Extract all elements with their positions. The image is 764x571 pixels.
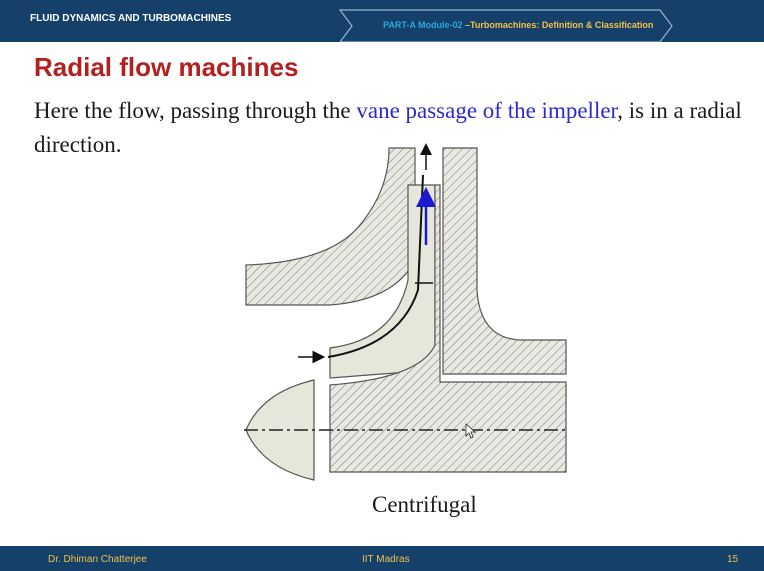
breadcrumb-topic: Turbomachines: Definition & Classificati… — [470, 20, 654, 30]
casing-shroud — [245, 147, 416, 306]
breadcrumb: PART-A Module-02 –Turbomachines: Definit… — [383, 20, 653, 30]
diffuser-wall — [442, 147, 567, 375]
breadcrumb-part: PART-A Module-02 — [383, 20, 463, 30]
paragraph-text-start: Here the flow, passing through the — [34, 98, 357, 123]
footer-bar: Dr. Dhiman Chatterjee IIT Madras 15 — [0, 546, 764, 571]
impeller-hub — [329, 184, 567, 473]
paragraph-text-end: , is in a radial direction. — [34, 98, 742, 157]
course-title: FLUID DYNAMICS AND TURBOMACHINES — [30, 13, 232, 24]
breadcrumb-separator: – — [462, 20, 471, 30]
breadcrumb-chevron-shape — [338, 9, 673, 42]
footer-institution: IIT Madras — [362, 554, 410, 565]
figure-caption: Centrifugal — [372, 492, 477, 517]
slide-title: Radial flow machines — [34, 52, 299, 82]
footer-page-number: 15 — [727, 554, 739, 565]
header-bar: FLUID DYNAMICS AND TURBOMACHINES PART-A … — [0, 0, 764, 42]
flow-streamline — [327, 174, 424, 358]
footer-author: Dr. Dhiman Chatterjee — [48, 554, 147, 565]
slide-paragraph: Here the flow, passing through the vane … — [34, 94, 754, 162]
flow-passage — [329, 184, 436, 379]
cursor-icon — [465, 423, 477, 439]
paragraph-highlight: vane passage of the impeller — [356, 98, 618, 123]
